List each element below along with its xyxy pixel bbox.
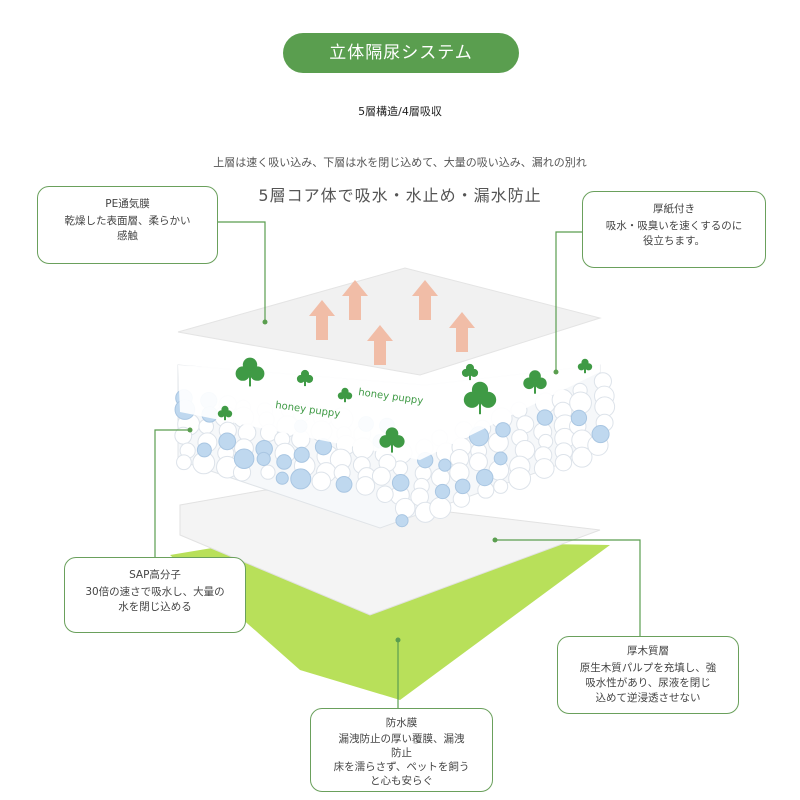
callout-film: 防水膜 漏洩防止の厚い覆膜、漏洩 防止 床を濡らさず、ペットを飼う と心も安らぐ [310,708,493,792]
callout-sap-title: SAP高分子 [73,568,237,583]
cotton-bead [356,477,375,496]
clover-leaf [379,435,392,448]
cotton-bead [177,455,192,470]
sap-bead [257,452,270,465]
sap-bead [219,433,236,450]
callout-pe-line-1: 乾燥した表面層、柔らかい [46,214,209,229]
sap-bead [455,479,470,494]
callout-paper-title: 厚紙付き [591,202,757,217]
clover-leaf [523,377,535,389]
leader-paper [556,232,582,372]
sap-bead [277,455,292,470]
sap-bead [494,452,507,465]
clover-leaf [462,369,470,377]
sap-bead [392,475,409,492]
sap-bead [592,426,609,443]
cotton-bead [312,472,331,491]
callout-pulp-title: 厚木質層 [566,644,730,659]
clover-stem [249,372,251,386]
callout-sap-line-1: 30倍の速さで吸水し、大量の [73,585,237,600]
clover-leaf [218,410,225,417]
cotton-bead [261,465,275,479]
cotton-bead [534,459,554,479]
sap-bead [439,459,451,471]
clover-stem [479,398,481,414]
cotton-bead [494,479,508,493]
callout-pulp-line-1: 原生木質パルプを充填し、強 [566,661,730,676]
callout-pulp-line-2: 吸水性があり、尿液を閉じ [566,676,730,691]
sap-bead [477,469,493,485]
cotton-bead [377,486,393,502]
cotton-bead [450,463,469,482]
clover-leaf [585,363,592,370]
clover-leaf [578,363,585,370]
leader-pe [218,222,265,322]
sap-bead [496,423,510,437]
subtitle: 5層構造/4層吸収 [0,103,800,119]
cotton-bead [470,453,488,471]
clover-leaf [305,375,313,383]
clover-leaf [297,375,305,383]
clover-leaf [345,392,352,399]
clover-stem [224,413,226,420]
callout-pulp-line-3: 込めて逆浸透させない [566,691,730,706]
callout-film-line-1: 漏洩防止の厚い覆膜、漏洩 [319,732,484,746]
sap-bead [396,515,408,527]
callout-paper-line-2: 役立ちます。 [591,234,757,249]
title-text: 立体隔尿システム [329,43,473,63]
sap-bead [291,469,311,489]
sap-bead [336,476,352,492]
clover-leaf [535,377,547,389]
cotton-bead [372,467,390,485]
cotton-bead [595,397,615,417]
callout-sap: SAP高分子 30倍の速さで吸水し、大量の 水を閉じ込める [64,557,246,633]
sap-bead [294,447,309,462]
callout-pe-line-2: 感触 [46,229,209,244]
sap-bead [571,410,586,425]
callout-paper-line-1: 吸水・吸臭いを速くするのに [591,219,757,234]
title-pill: 立体隔尿システム [283,33,519,73]
clover-stem [304,378,306,386]
callout-sap-line-2: 水を閉じ込める [73,600,237,615]
callout-paper: 厚紙付き 吸水・吸臭いを速くするのに 役立ちます。 [582,191,766,268]
sap-bead [234,449,254,469]
description: 上層は速く吸い込み、下層は水を閉じ込めて、大量の吸い込み、漏れの別れ [0,154,800,170]
callout-film-title: 防水膜 [319,716,484,730]
callout-film-line-4: と心も安らぐ [319,774,484,788]
clover-leaf [470,369,478,377]
sap-bead [276,472,288,484]
clover-leaf [338,392,345,399]
sap-bead [537,410,552,425]
cotton-bead [430,497,451,518]
clover-stem [344,395,346,402]
callout-film-line-3: 床を濡らさず、ペットを飼う [319,760,484,774]
clover-leaf [392,435,405,448]
callout-pe: PE通気膜 乾燥した表面層、柔らかい 感触 [37,186,218,264]
sap-bead [197,443,211,457]
sap-bead [435,484,449,498]
clover-stem [534,382,536,394]
pe-film-layer [178,268,600,375]
callout-pulp: 厚木質層 原生木質パルプを充填し、強 吸水性があり、尿液を閉じ 込めて逆浸透させ… [557,636,739,714]
clover-stem [584,366,586,373]
callout-film-line-2: 防止 [319,746,484,760]
cotton-bead [509,468,531,490]
clover-leaf [225,410,232,417]
clover-leaf [250,366,264,380]
clover-stem [469,372,471,380]
clover-leaf [236,366,250,380]
clover-leaf [480,392,496,408]
cotton-bead [555,454,571,470]
clover-leaf [464,392,480,408]
cotton-bead [539,434,553,448]
clover-stem [391,440,393,453]
callout-pe-title: PE通気膜 [46,197,209,212]
